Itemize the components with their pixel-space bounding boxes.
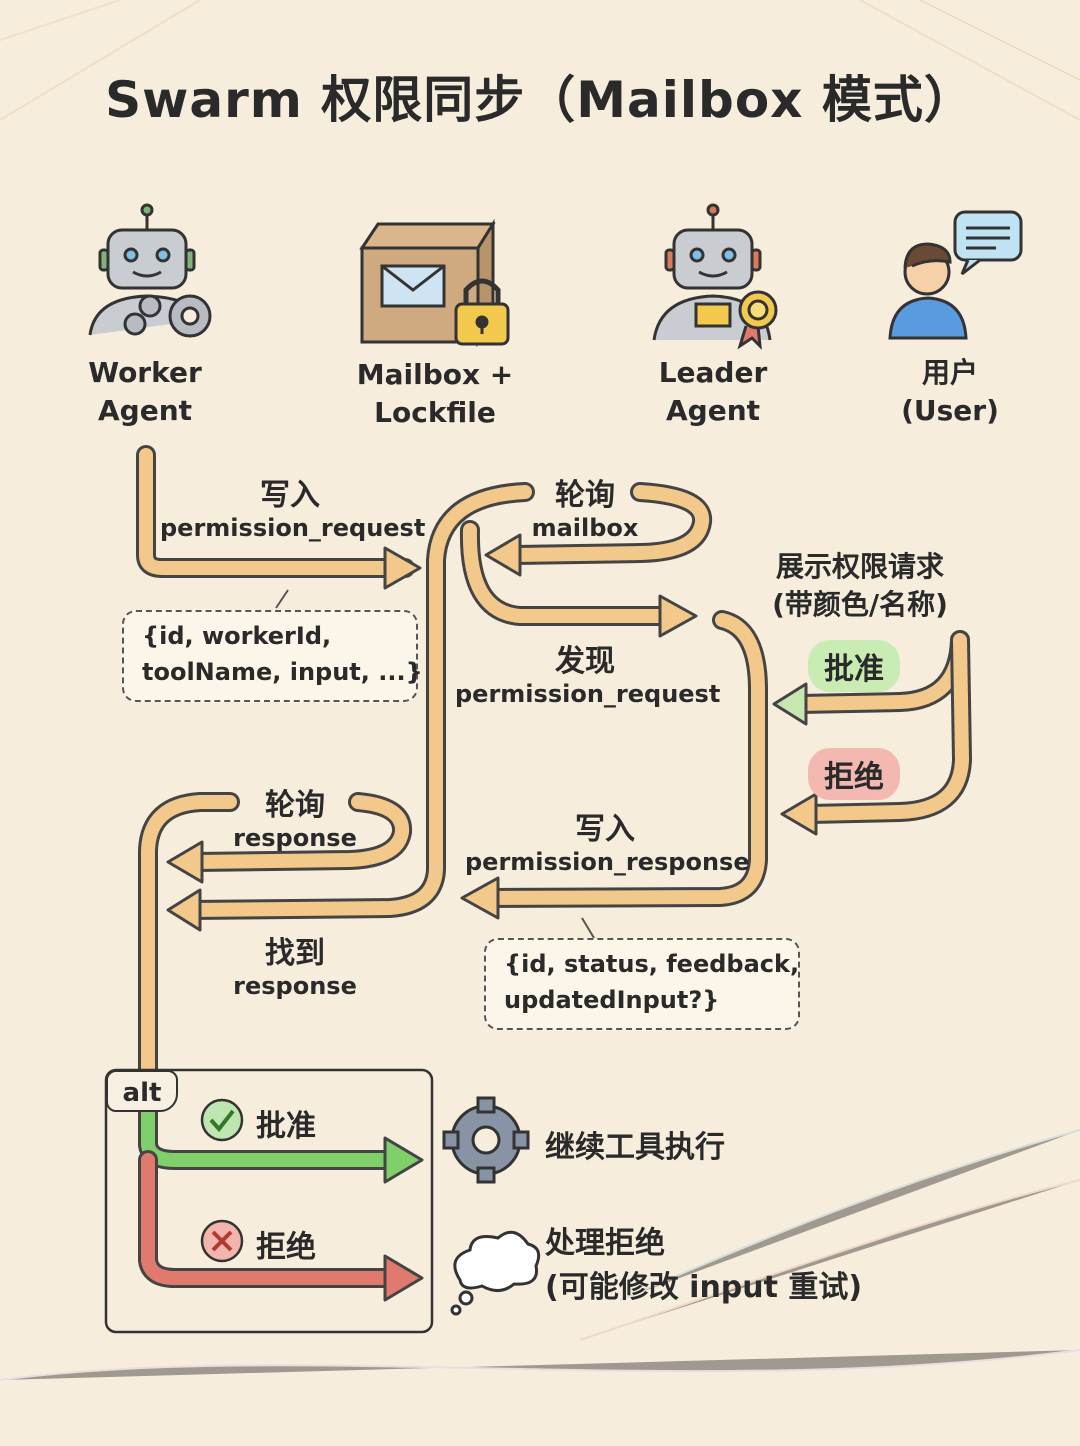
note-request-payload: {id, workerId, toolName, input, ...}: [122, 610, 423, 702]
badge-user-reject: 拒绝: [808, 748, 900, 800]
alt-reject-label: 拒绝: [256, 1230, 316, 1265]
label-show-request-line2: (带颜色/名称): [772, 588, 948, 621]
page-title: Swarm 权限同步（Mailbox 模式）: [105, 71, 975, 129]
note-response-line2: updatedInput?}: [504, 986, 720, 1014]
note-response-payload: {id, status, feedback, updatedInput?}: [484, 938, 800, 1030]
worker-robot-icon: [88, 203, 212, 338]
label-write-request: 写入 permission_request: [160, 470, 426, 542]
mailbox-lock-icon: [359, 218, 510, 348]
alt-approve-label: 批准: [256, 1109, 316, 1144]
label-poll-response-en: response: [233, 824, 357, 852]
actor-mailbox-line1: Mailbox +: [356, 358, 514, 391]
label-write-response-en: permission_response: [465, 848, 750, 876]
label-found-response-cn: 找到: [265, 936, 325, 971]
label-write-request-cn: 写入: [260, 478, 320, 513]
label-discover-request: 发现 permission_request: [455, 636, 721, 708]
label-found-response-en: response: [233, 972, 357, 1000]
label-poll-mailbox-cn: 轮询: [555, 478, 615, 513]
label-poll-mailbox: 轮询 mailbox: [520, 470, 650, 542]
alt-approve-result: 继续工具执行: [545, 1130, 725, 1165]
actor-user-line2: (User): [901, 394, 999, 427]
alt-reject-result: 处理拒绝 (可能修改 input 重试): [545, 1222, 862, 1310]
label-write-response: 写入 permission_response: [465, 804, 750, 876]
cloud-icon: [450, 1230, 541, 1316]
background-hatching: [0, 0, 1080, 1381]
worker-lifeline: [138, 792, 240, 1080]
alt-frame: [104, 1068, 434, 1334]
actor-mailbox-label: Mailbox + Lockfile: [345, 356, 525, 432]
label-write-response-cn: 写入: [575, 812, 635, 847]
label-show-request: 展示权限请求 (带颜色/名称): [750, 548, 970, 624]
leader-robot-icon: [652, 203, 778, 351]
actor-leader-line2: Agent: [665, 394, 761, 427]
label-poll-response-cn: 轮询: [265, 788, 325, 823]
check-circle-icon: [200, 1098, 244, 1142]
label-found-response: 找到 response: [225, 928, 365, 1000]
label-write-request-en: permission_request: [160, 514, 426, 542]
cross-circle-icon: [200, 1219, 244, 1263]
user-icon: [888, 210, 1023, 340]
actor-worker-line1: Worker: [88, 356, 202, 389]
actor-worker-label: Worker Agent: [70, 354, 220, 430]
alt-tag: alt: [106, 1070, 178, 1112]
alt-reject-result-line2: (可能修改 input 重试): [545, 1270, 863, 1305]
note-request-line2: toolName, input, ...}: [142, 658, 423, 686]
label-poll-response: 轮询 response: [225, 780, 365, 852]
actor-user-label: 用户 (User): [880, 354, 1020, 430]
actor-leader-line1: Leader: [658, 356, 768, 389]
label-poll-mailbox-en: mailbox: [531, 514, 639, 542]
actor-mailbox-line2: Lockfile: [374, 396, 496, 429]
alt-reject-result-line1: 处理拒绝: [545, 1226, 665, 1261]
badge-user-approve: 批准: [808, 640, 900, 692]
note-response-line1: {id, status, feedback,: [504, 950, 800, 978]
label-discover-request-en: permission_request: [455, 680, 721, 708]
note-request-line1: {id, workerId,: [142, 622, 332, 650]
actor-leader-label: Leader Agent: [636, 354, 790, 430]
label-discover-request-cn: 发现: [555, 644, 615, 679]
label-show-request-line1: 展示权限请求: [775, 550, 944, 583]
actor-worker-line2: Agent: [97, 394, 193, 427]
actor-user-line1: 用户: [921, 356, 978, 389]
gear-icon: [442, 1096, 530, 1184]
